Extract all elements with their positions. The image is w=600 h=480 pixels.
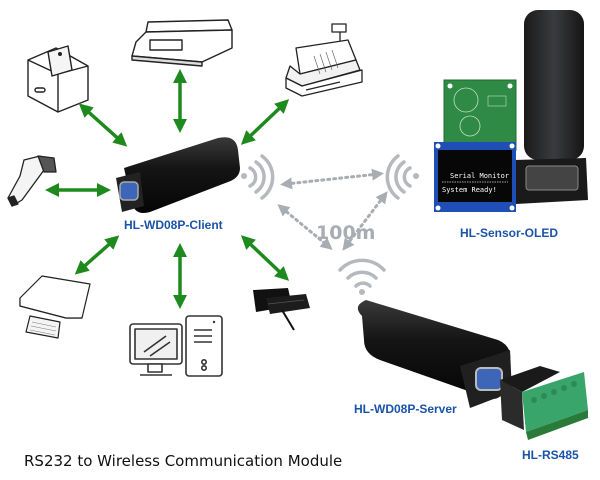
wireless-arrow-client-server [277, 204, 333, 250]
arrow-register [240, 99, 290, 145]
client-dongle-icon [116, 137, 240, 213]
arrow-printer [78, 103, 128, 147]
oled-line-1: Serial Monitor [450, 172, 509, 180]
wireless-range-arrows [277, 168, 388, 251]
range-label: 100m [316, 222, 376, 244]
link-arrows [45, 69, 290, 309]
wireless-arrow-sensor-server [342, 191, 388, 251]
scale-icon [131, 19, 233, 67]
server-dongle-icon [357, 300, 512, 408]
sensor-oled-board-icon: Serial Monitor System Ready! [434, 10, 588, 212]
wifi-signal-sensor [385, 154, 419, 200]
oled-line-2: System Ready! [442, 186, 497, 194]
arrow-card-reader [240, 235, 290, 281]
printer-icon [27, 45, 89, 113]
arrow-platform-scale [74, 235, 120, 275]
cash-register-icon [285, 23, 363, 97]
computer-icon [129, 315, 223, 377]
client-label: HL-WD08P-Client [124, 218, 223, 232]
diagram-caption: RS232 to Wireless Communication Module [24, 452, 343, 470]
server-label: HL-WD08P-Server [354, 402, 457, 416]
sensor-oled-label: HL-Sensor-OLED [460, 226, 559, 240]
barcode-scanner-icon [7, 155, 57, 207]
card-reader-icon [253, 288, 310, 331]
wifi-signal-server [338, 258, 386, 295]
wireless-arrow-client-sensor [280, 168, 384, 190]
rs485-adapter-icon [500, 366, 588, 440]
wifi-signal-client [241, 154, 275, 200]
rs485-label: HL-RS485 [522, 448, 579, 462]
platform-scale-icon [19, 275, 91, 339]
